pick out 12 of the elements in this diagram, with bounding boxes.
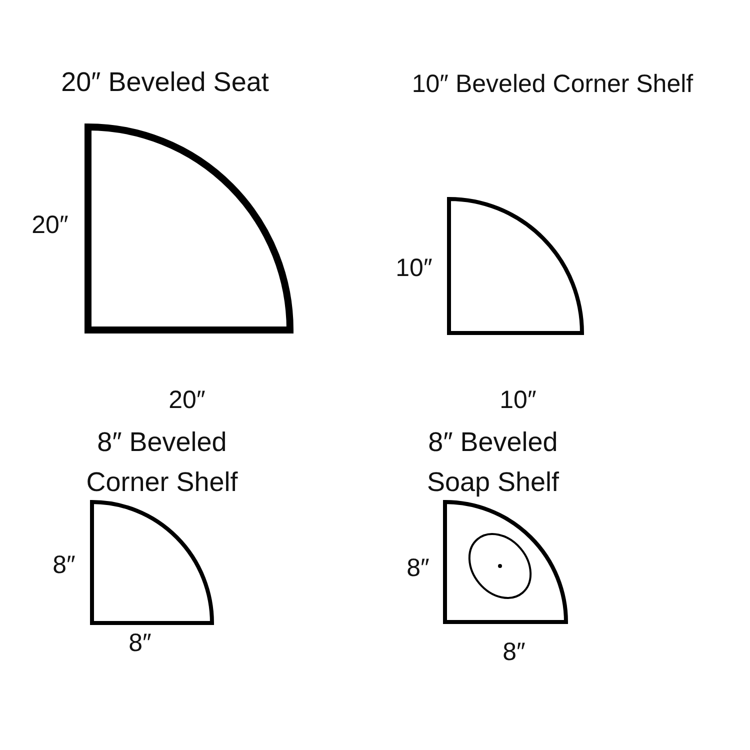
shelf-title: 8″ Beveled Soap Shelf bbox=[426, 426, 560, 499]
dimension-label: 20″ bbox=[168, 385, 206, 415]
dimension-label: 8″ bbox=[502, 637, 526, 667]
dimension-label: 8″ bbox=[128, 628, 152, 658]
shelf-title: 20″ Beveled Seat bbox=[60, 66, 270, 99]
dimension-label: 20″ bbox=[30, 210, 70, 240]
dimension-label: 10″ bbox=[394, 253, 434, 283]
dimension-label: 10″ bbox=[498, 385, 538, 415]
dimension-label: 8″ bbox=[406, 553, 430, 583]
shelf-title: 8″ Beveled Corner Shelf bbox=[85, 426, 239, 499]
dimension-label: 8″ bbox=[52, 550, 76, 580]
shelf-title: 10″ Beveled Corner Shelf bbox=[410, 69, 694, 100]
